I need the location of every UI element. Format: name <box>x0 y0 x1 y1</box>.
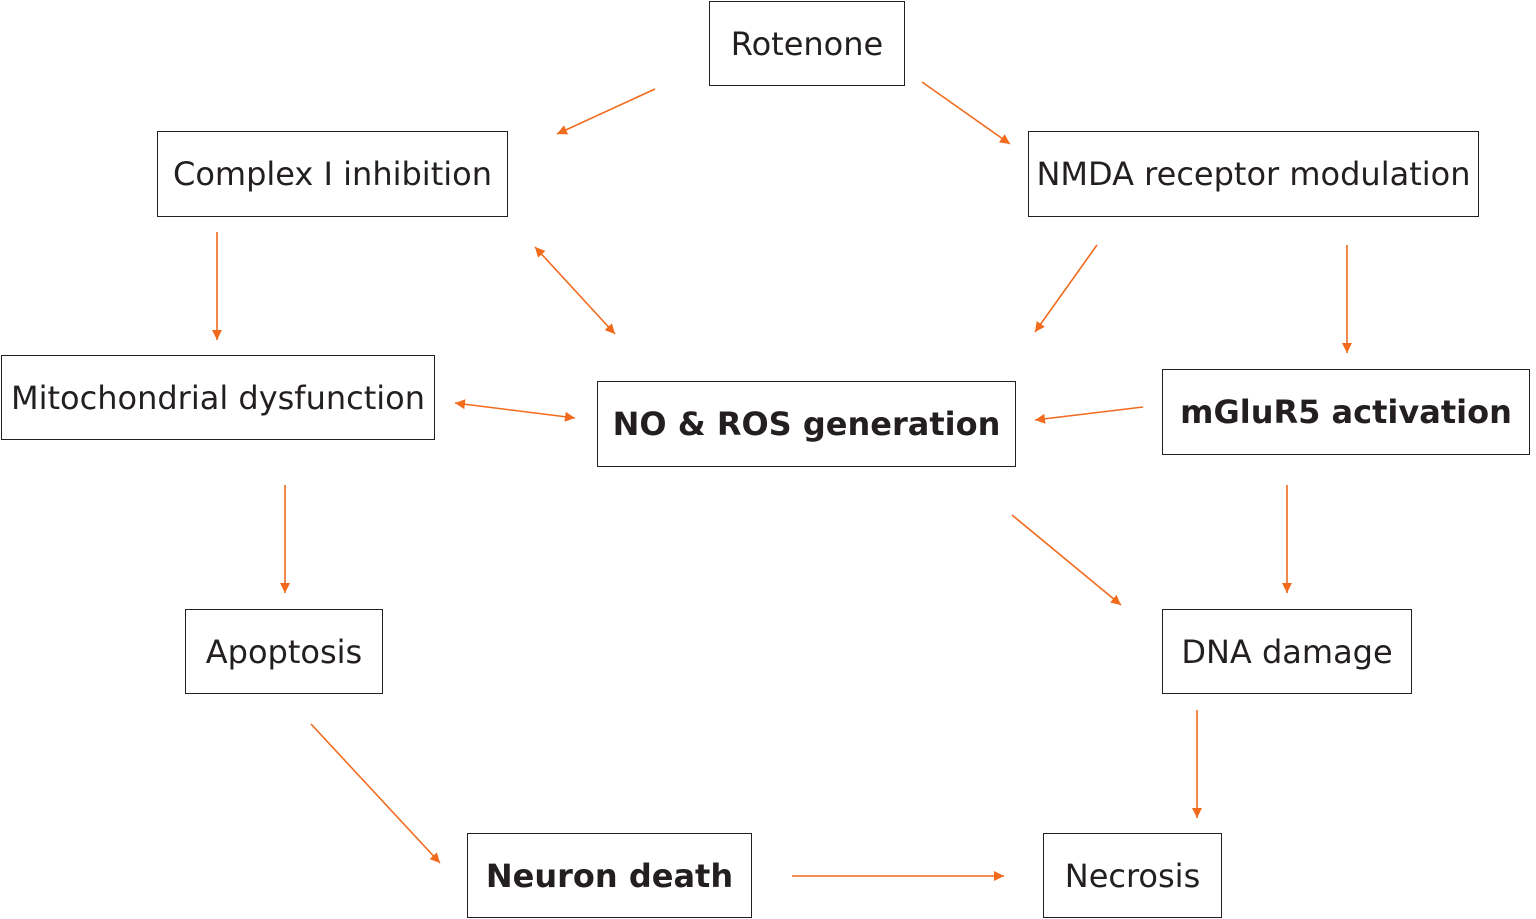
arrow-apoptosis-to-neuron-death <box>310 723 441 864</box>
node-apoptosis: Apoptosis <box>185 609 383 694</box>
node-mitochondrial-dysfunction: Mitochondrial dysfunction <box>1 355 435 440</box>
node-mglur5-activation: mGluR5 activation <box>1162 369 1530 455</box>
arrow-mito-no-ros-bidirectional <box>454 399 576 422</box>
arrow-no-ros-to-dna-damage <box>1011 514 1122 606</box>
node-complex-i-inhibition: Complex I inhibition <box>157 131 508 217</box>
node-rotenone: Rotenone <box>709 1 905 86</box>
node-no-ros-generation: NO & ROS generation <box>597 381 1016 467</box>
node-nmda-receptor-modulation: NMDA receptor modulation <box>1028 131 1479 217</box>
arrow-complex-i-no-ros-bidirectional <box>534 246 616 335</box>
arrow-rotenone-to-complex-i <box>556 88 656 135</box>
node-neuron-death: Neuron death <box>467 833 752 918</box>
node-necrosis: Necrosis <box>1043 833 1222 918</box>
arrow-rotenone-to-nmda <box>921 81 1011 145</box>
arrow-nmda-to-no-ros <box>1034 244 1098 333</box>
arrow-mglur5-to-no-ros <box>1034 406 1144 424</box>
node-dna-damage: DNA damage <box>1162 609 1412 694</box>
